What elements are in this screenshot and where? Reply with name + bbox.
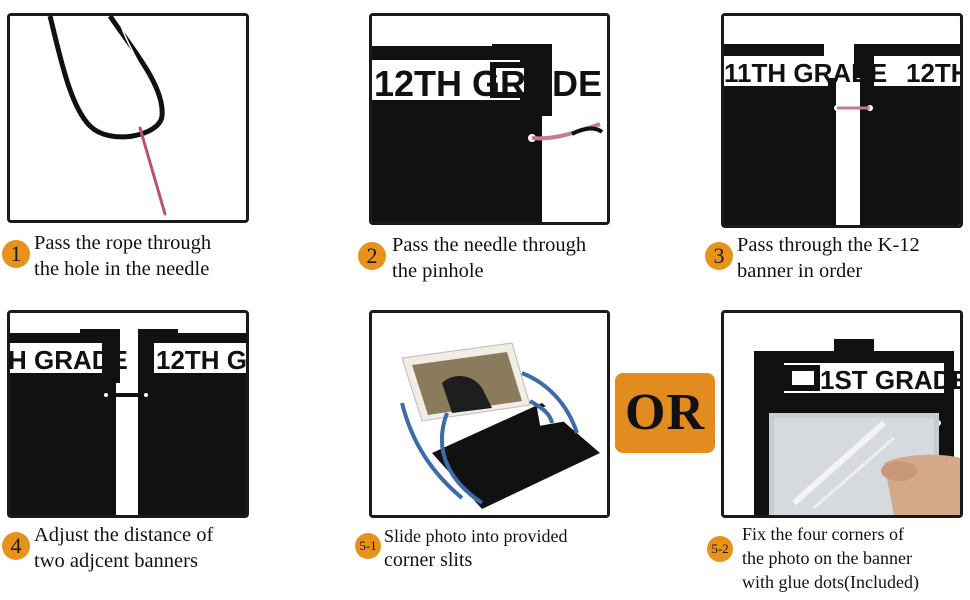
step5-1-image (369, 310, 610, 518)
banners-threaded-illustration: 11TH GRADE 12TH G (724, 16, 960, 225)
step5-1-badge: 5-1 (355, 533, 381, 559)
left-banner-text: 11TH GRADE (724, 58, 887, 88)
or-badge: OR (615, 373, 715, 453)
step4-image: H GRADE 12TH GRAD (7, 310, 249, 518)
banner-grade-text: 1ST GRADE (820, 365, 960, 395)
step3-badge: 3 (705, 242, 733, 270)
needle-rope-illustration (10, 16, 246, 220)
step5-2-badge: 5-2 (707, 536, 733, 562)
banner-distance-illustration: H GRADE 12TH GRAD (10, 313, 246, 515)
right-banner-text: 12TH GRAD (156, 345, 246, 375)
left-banner-text: H GRADE (10, 345, 128, 375)
glue-dots-illustration: 1ST GRADE (724, 313, 960, 515)
step2-badge: 2 (358, 242, 386, 270)
step3-image: 11TH GRADE 12TH G (721, 13, 963, 228)
step2-image: 12TH GRADE (369, 13, 610, 225)
photo-slide-illustration (372, 313, 607, 515)
step4-badge: 4 (2, 532, 30, 560)
banner-grade-text: 12TH GRADE (374, 63, 602, 104)
step1-badge: 1 (2, 240, 30, 268)
step5-2-image: 1ST GRADE (721, 310, 963, 518)
pinhole-illustration: 12TH GRADE (372, 16, 607, 222)
step1-image (7, 13, 249, 223)
right-banner-text: 12TH G (906, 58, 960, 88)
